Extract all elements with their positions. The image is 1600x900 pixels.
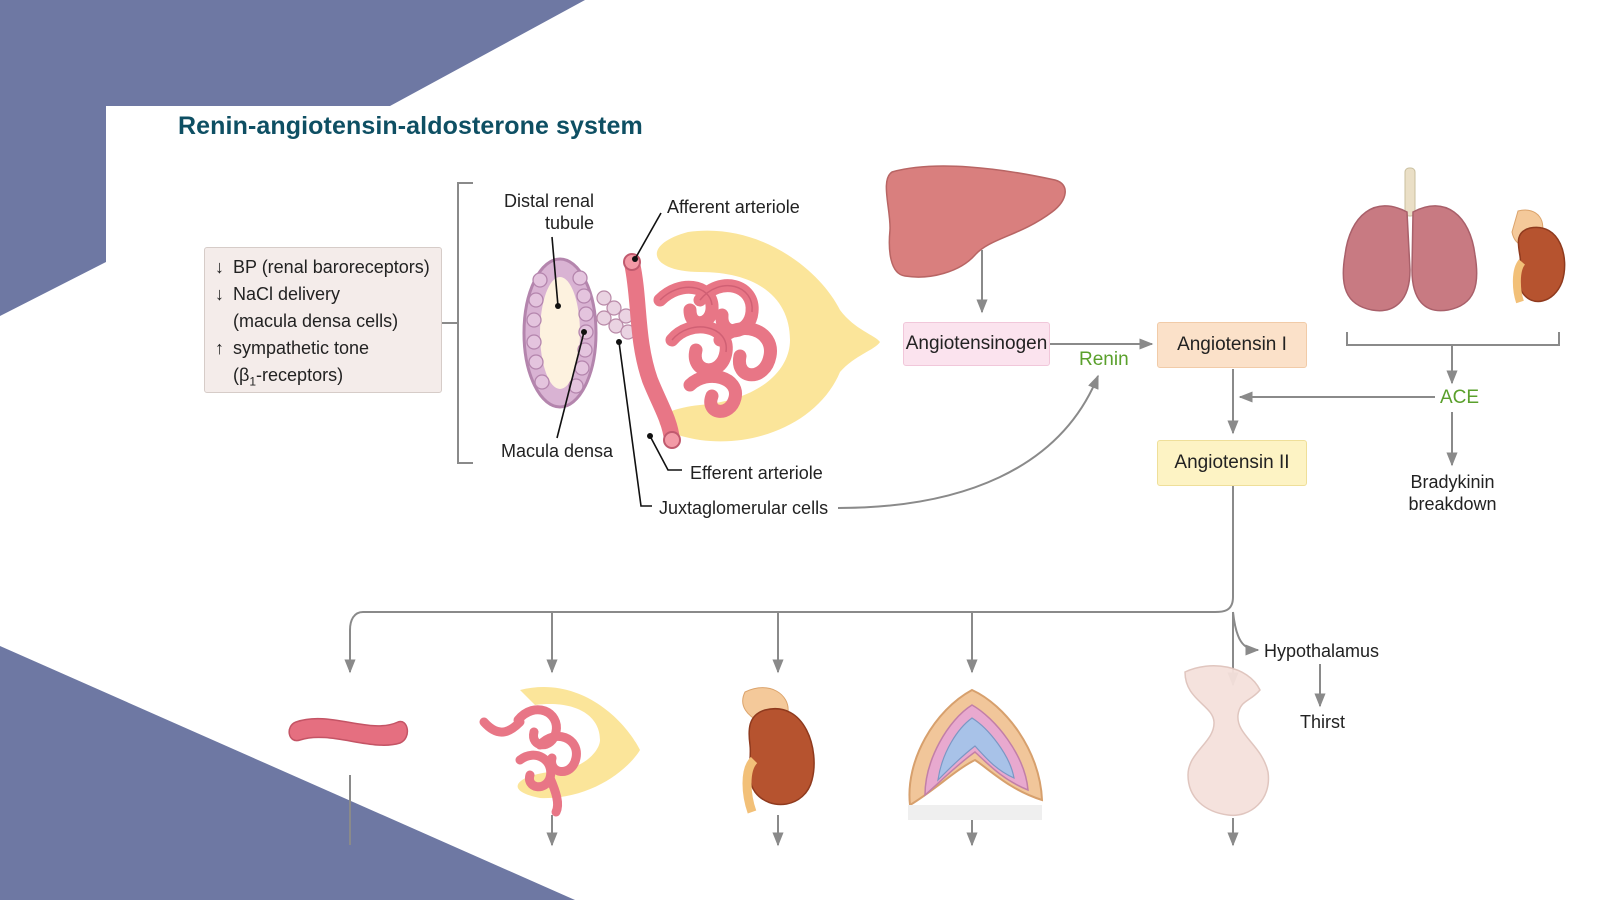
box-angiotensin-i: Angiotensin I xyxy=(1157,322,1307,368)
label-afferent-arteriole: Afferent arteriole xyxy=(667,197,800,217)
page-title: Renin-angiotensin-aldosterone system xyxy=(178,112,643,140)
lungs-icon xyxy=(1342,167,1478,312)
glomerulus-icon xyxy=(623,230,880,449)
corner-panel-top xyxy=(0,0,585,316)
label-distal-tubule: Distal renal tubule xyxy=(503,191,594,233)
label-macula-densa: Macula densa xyxy=(501,441,614,461)
stimulus-bp: ↓BP (renal baroreceptors) xyxy=(215,257,430,277)
arteriole-icon xyxy=(288,717,409,746)
label-bradykinin-breakdown: Bradykinin breakdown xyxy=(1408,472,1497,514)
kidney-icon xyxy=(1511,209,1566,304)
label-ace: ACE xyxy=(1440,387,1480,408)
box-angiotensin-ii: Angiotensin II xyxy=(1157,440,1307,486)
label-efferent-arteriole: Efferent arteriole xyxy=(690,463,823,483)
label-juxtaglomerular-cells: Juxtaglomerular cells xyxy=(659,498,829,518)
stimulus-nacl-detail: (macula densa cells) xyxy=(233,311,399,331)
adrenal-cross-section-icon xyxy=(908,688,1044,820)
stimuli-box: ↓BP (renal baroreceptors) ↓NaCl delivery… xyxy=(204,247,442,393)
stimulus-receptors: (β1-receptors) xyxy=(233,365,344,389)
box-angiotensinogen: Angiotensinogen xyxy=(903,322,1050,366)
macula-densa-icon xyxy=(596,290,636,340)
label-hypothalamus: Hypothalamus xyxy=(1264,641,1380,661)
ang2-trunk xyxy=(344,486,1234,674)
label-renin: Renin xyxy=(1079,349,1129,370)
stimulus-nacl: ↓NaCl delivery xyxy=(215,284,341,304)
bracket xyxy=(442,182,473,464)
liver-icon xyxy=(885,165,1066,278)
label-thirst: Thirst xyxy=(1300,712,1345,732)
pituitary-icon xyxy=(1184,665,1270,816)
corner-panel-bottom xyxy=(0,646,575,900)
to-hypothalamus-arrow xyxy=(1232,611,1260,656)
stimulus-sympathetic: ↑sympathetic tone xyxy=(215,338,370,358)
glomerulus-small-icon xyxy=(479,687,640,817)
adrenal-kidney-icon xyxy=(742,687,815,814)
distal-tubule-icon xyxy=(522,257,598,409)
jg-to-renin-arrow xyxy=(837,374,1099,509)
